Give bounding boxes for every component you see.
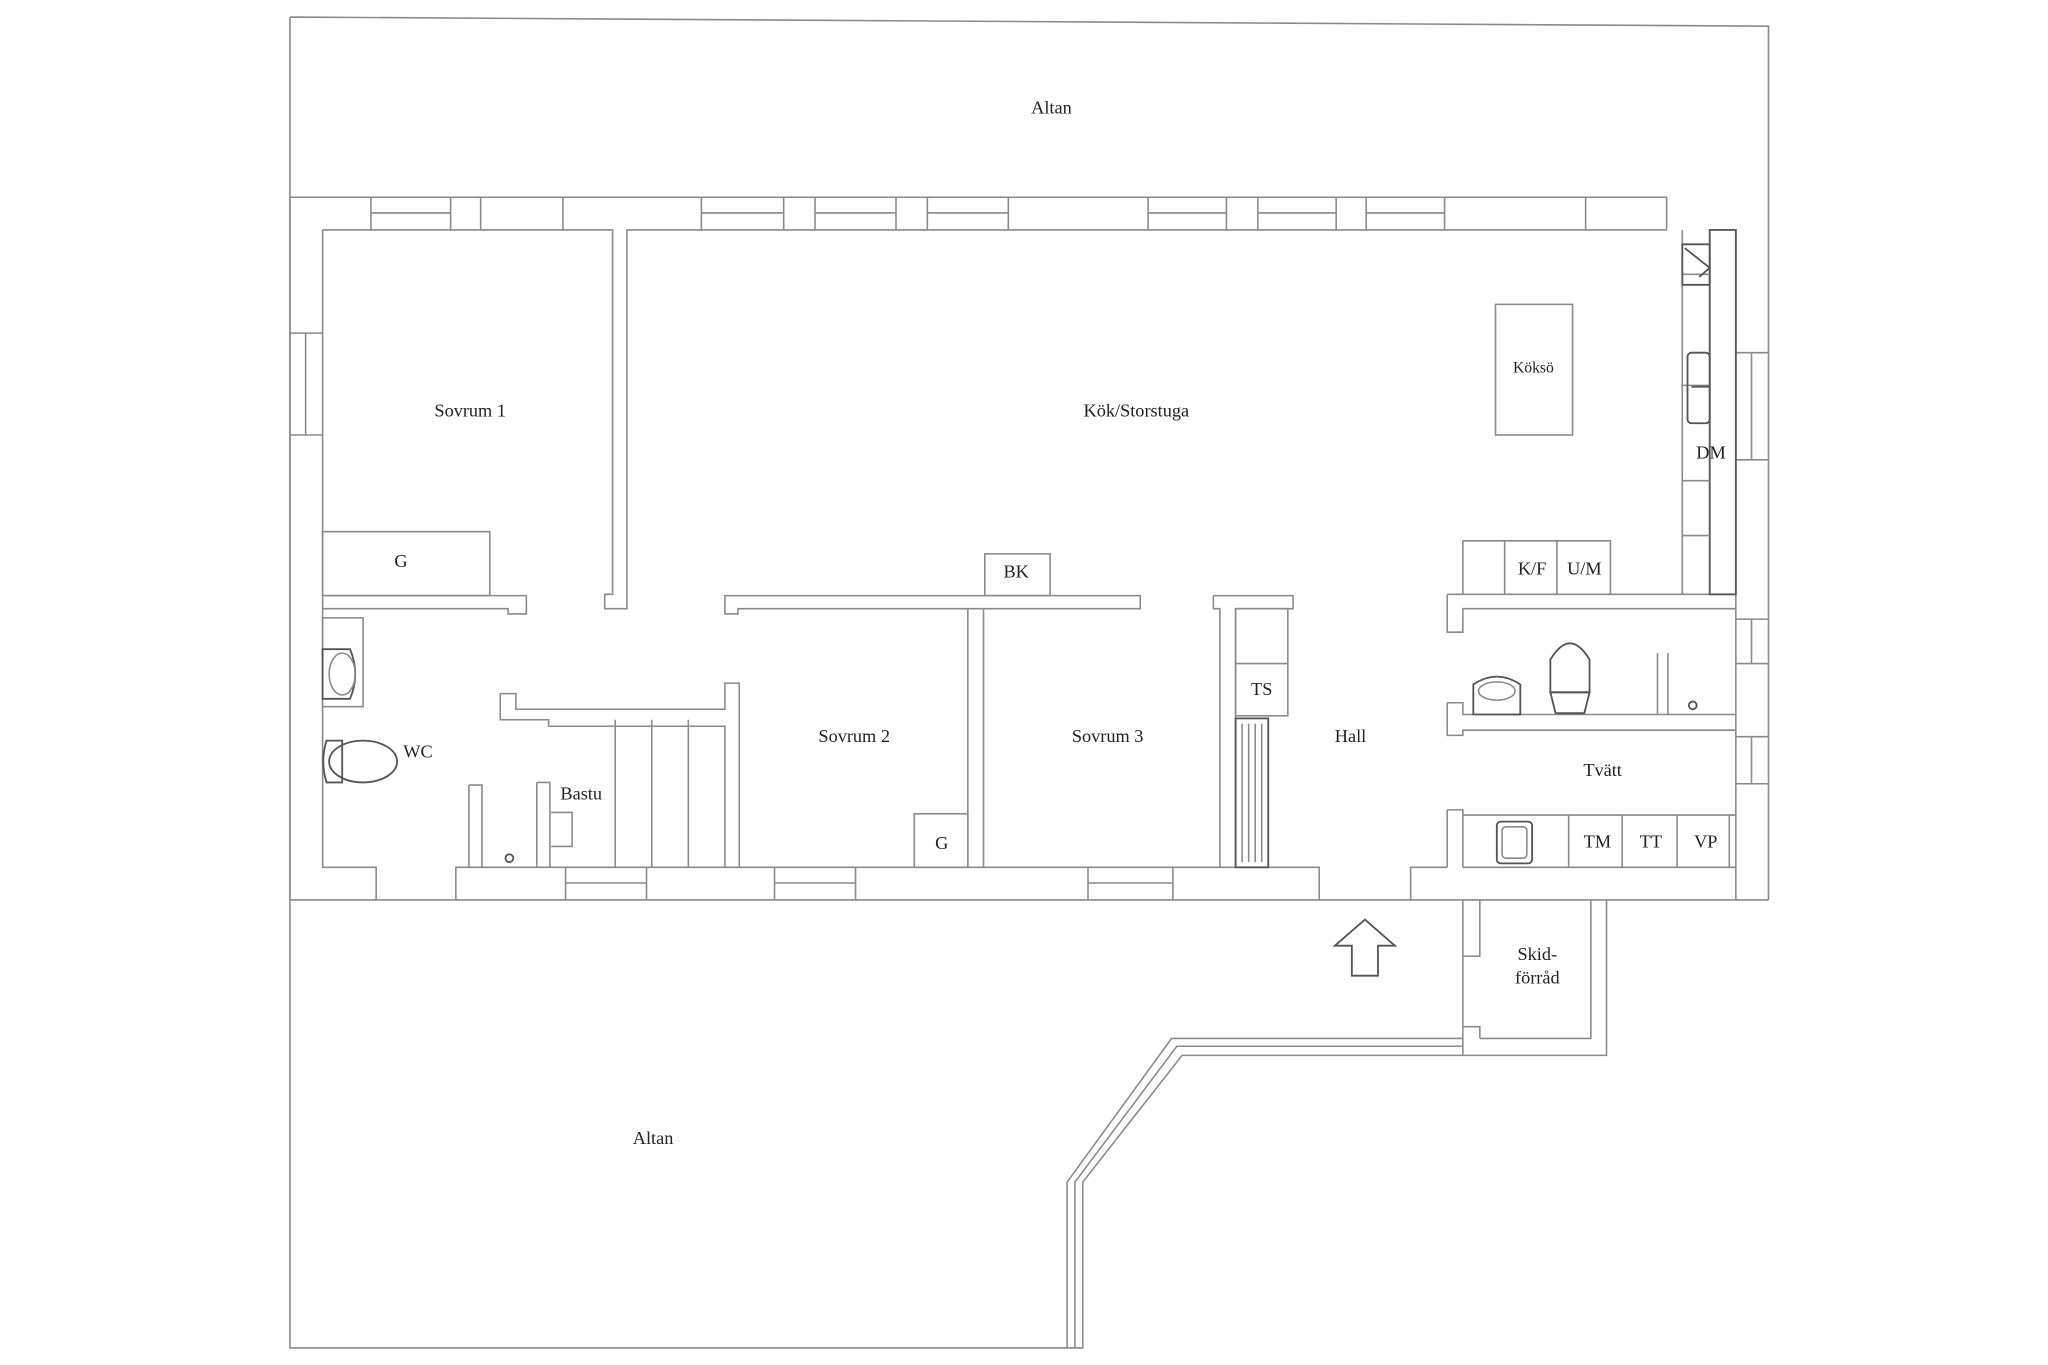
label-vp: VP [1694,832,1717,852]
label-hall: Hall [1335,726,1366,746]
label-bk: BK [1003,561,1028,581]
kitchen-counter-bar [1708,229,1737,596]
bathroom-sink-icon [1472,675,1522,716]
altan-bottom-area [289,899,1608,1349]
wc-sink-icon [321,617,364,708]
toilet-icon-2 [1549,642,1591,715]
label-wardrobe-2: G [935,833,948,853]
label-sovrum-3: Sovrum 3 [1072,726,1144,746]
label-forrad: förråd [1515,968,1560,988]
label-kf: K/F [1518,559,1546,579]
fixtures [321,229,1737,869]
label-tvatt: Tvätt [1583,760,1622,780]
radiator-icon [1234,717,1270,869]
kitchen-island [1494,303,1574,436]
label-wc: WC [403,742,432,762]
label-sovrum-1: Sovrum 1 [434,401,506,421]
label-um: U/M [1567,559,1602,579]
label-wardrobe-1: G [394,551,407,571]
label-ts: TS [1251,679,1272,699]
exterior-walls [289,196,1769,901]
toilet-icon [322,739,398,784]
label-kokso: Köksö [1513,359,1554,376]
label-skid: Skid- [1518,944,1558,964]
label-altan-bottom: Altan [633,1128,674,1148]
label-altan-top: Altan [1031,98,1072,118]
stove-icon [1681,243,1712,286]
entrance-arrow-icon [1332,918,1398,977]
altan-top-area [289,16,1770,900]
kitchen-sink-icon [1686,351,1711,425]
label-dm: DM [1696,443,1725,463]
label-tm: TM [1584,832,1611,852]
label-sovrum-2: Sovrum 2 [818,726,890,746]
label-kok-storstuga: Kök/Storstuga [1084,401,1190,421]
label-tt: TT [1640,832,1662,852]
interior-walls [322,593,1736,868]
laundry-sink-icon [1495,820,1533,865]
label-bastu: Bastu [560,783,602,803]
